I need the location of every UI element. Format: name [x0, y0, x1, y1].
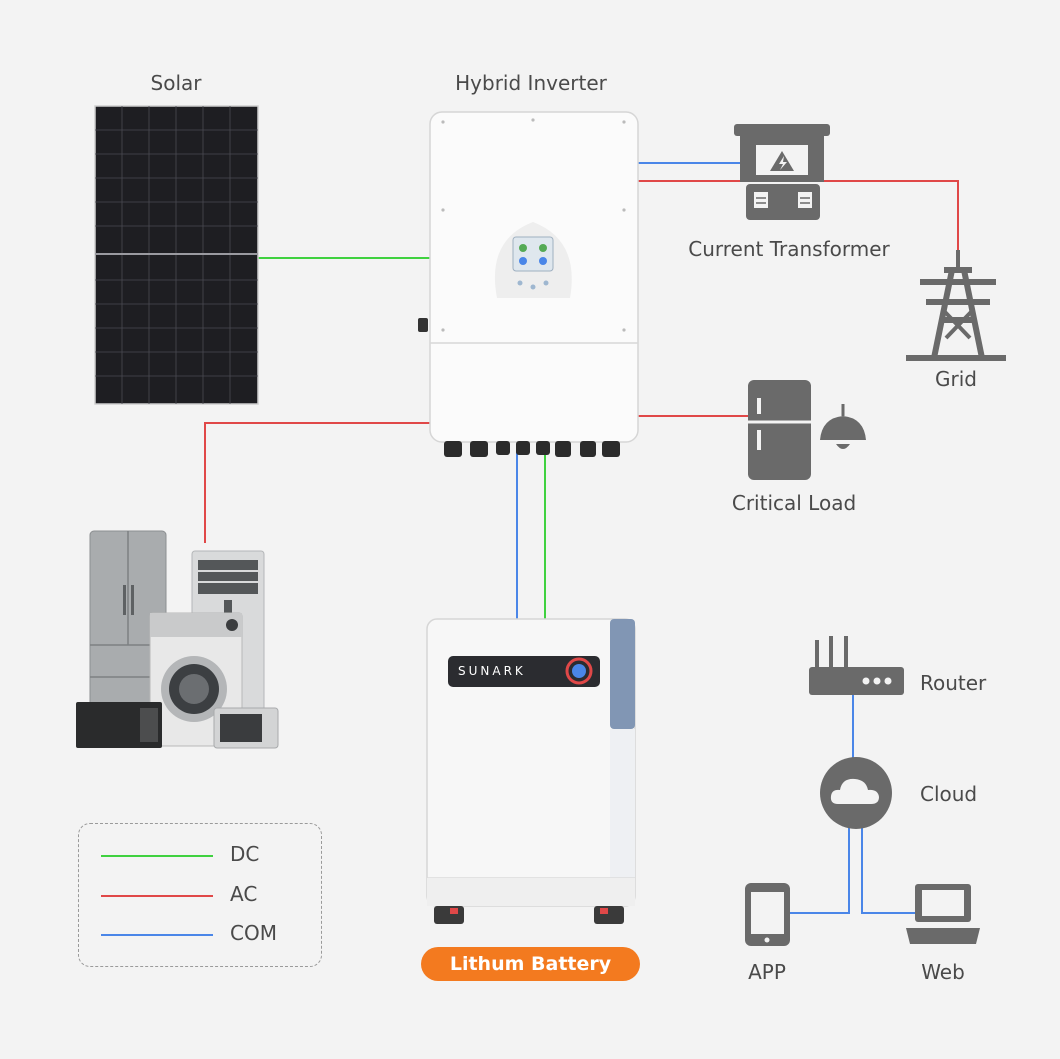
legend-label-dc: DC: [230, 842, 260, 866]
legend-item-com: COM: [101, 921, 311, 947]
laptop-icon: [906, 884, 980, 944]
ac-line-appliances: [204, 422, 430, 543]
legend-swatch-dc: [101, 855, 213, 857]
label-hybrid-inverter: Hybrid Inverter: [455, 71, 607, 95]
label-critical-load: Critical Load: [731, 491, 857, 515]
lithium-battery-icon: [426, 618, 636, 924]
label-web: Web: [921, 960, 965, 984]
legend: DC AC COM: [78, 823, 322, 967]
label-grid: Grid: [935, 367, 977, 391]
critical-load-icon: [748, 380, 866, 480]
router-icon: [809, 636, 904, 695]
label-current-transformer: Current Transformer: [688, 237, 890, 261]
cloud-icon: [820, 757, 892, 829]
home-appliances-icon: [76, 530, 279, 749]
legend-item-ac: AC: [101, 882, 311, 908]
com-line-cloud-app: [790, 826, 850, 914]
legend-label-ac: AC: [230, 882, 258, 906]
legend-item-dc: DC: [101, 842, 311, 868]
legend-label-com: COM: [230, 921, 277, 945]
label-cloud: Cloud: [920, 782, 978, 806]
legend-swatch-com: [101, 934, 213, 936]
label-app: APP: [748, 960, 786, 984]
hybrid-inverter-icon: [418, 111, 639, 457]
phone-icon: [745, 883, 790, 946]
com-line-cloud-web: [861, 826, 915, 914]
legend-swatch-ac: [101, 895, 213, 897]
solar-panel-icon: [94, 105, 259, 405]
label-solar: Solar: [150, 71, 202, 95]
current-transformer-icon: [734, 124, 830, 220]
battery-brand: SUNARK: [458, 664, 526, 678]
battery-label-badge: Lithum Battery: [421, 947, 640, 981]
label-router: Router: [920, 671, 987, 695]
grid-tower-icon: [906, 250, 1006, 361]
